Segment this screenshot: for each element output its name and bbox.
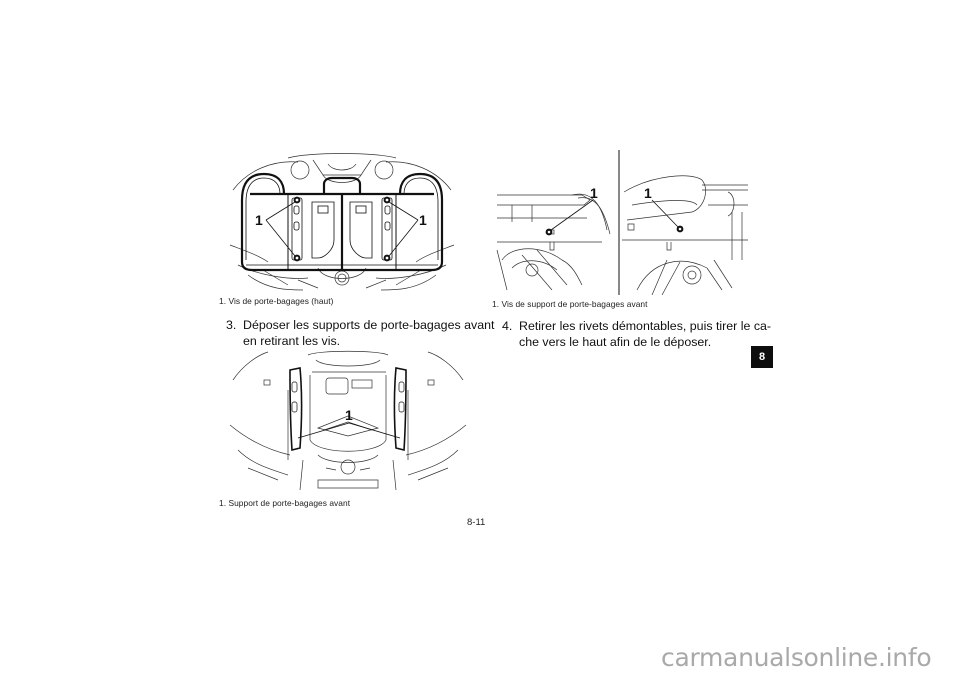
step-text-line-1: Déposer les supports de porte-bagages av… bbox=[243, 318, 495, 332]
step-text-line-2: en retirant les vis. bbox=[243, 334, 341, 348]
figure-caption: 1. Vis de porte-bagages (haut) bbox=[219, 296, 334, 306]
callout-1-right: 1 bbox=[419, 212, 427, 228]
figure-caption: 1. Vis de support de porte-bagages avant bbox=[492, 299, 648, 309]
step-text-line-1: Retirer les rivets démontables, puis tir… bbox=[519, 319, 772, 333]
figure-rack-brackets: 1 bbox=[228, 350, 468, 495]
callout-1-left: 1 bbox=[590, 185, 598, 201]
figure-bracket-bolts-side: 1 1 bbox=[492, 150, 750, 295]
figure-caption: 1. Support de porte-bagages avant bbox=[219, 498, 351, 508]
figure-rack-bolts-top: 1 1 bbox=[228, 150, 456, 292]
watermark: carmanualsonline.info bbox=[661, 643, 932, 672]
callout-1: 1 bbox=[345, 407, 353, 423]
atv-front-brackets-illustration: 1 bbox=[229, 350, 467, 491]
step-4: 4. Retirer les rivets démontables, puis … bbox=[502, 318, 771, 352]
step-number: 4. bbox=[502, 319, 513, 333]
callout-1-left: 1 bbox=[255, 212, 263, 228]
step-number: 3. bbox=[226, 318, 237, 332]
step-text-line-2: che vers le haut afin de le déposer. bbox=[519, 335, 712, 349]
step-3: 3. Déposer les supports de porte-bagages… bbox=[226, 317, 494, 351]
callout-1-right: 1 bbox=[644, 185, 652, 201]
atv-side-bracket-bolts-illustration: 1 1 bbox=[496, 150, 748, 295]
page-number: 8-11 bbox=[467, 517, 486, 528]
chapter-tab: 8 bbox=[751, 346, 773, 368]
chapter-tab-number: 8 bbox=[758, 351, 766, 363]
atv-front-rack-illustration: 1 1 bbox=[229, 153, 455, 291]
